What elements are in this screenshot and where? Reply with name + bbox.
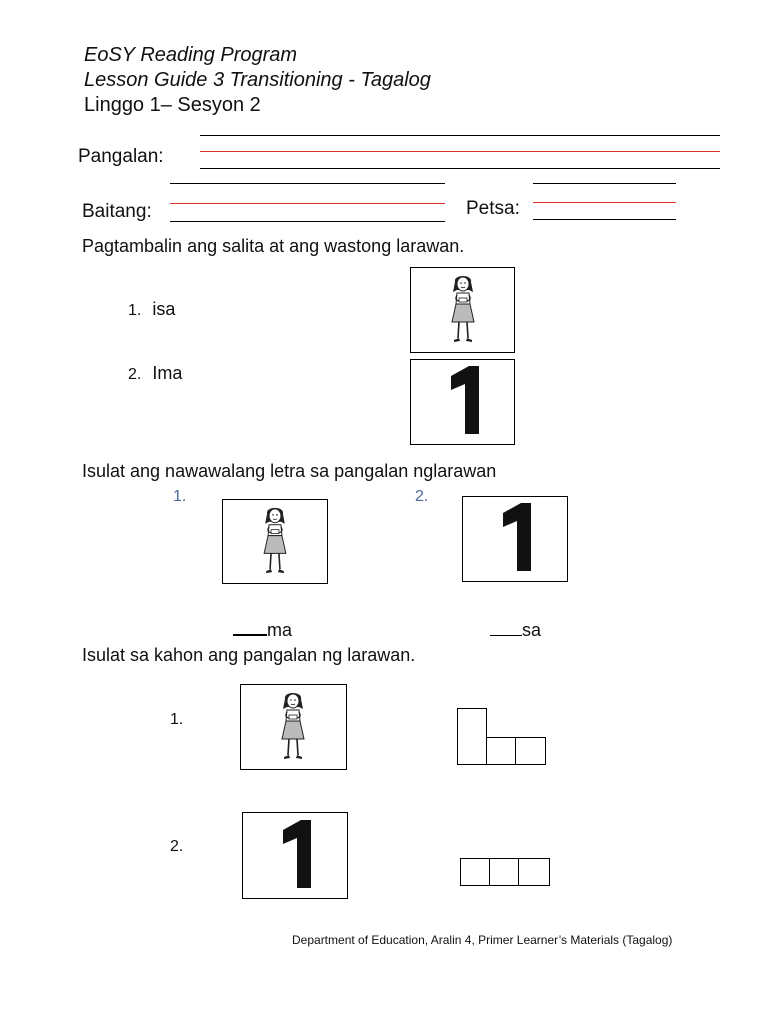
letter-box[interactable] <box>518 858 550 886</box>
date-label: Petsa: <box>466 198 520 219</box>
word-suffix: sa <box>522 620 542 640</box>
number-one-icon <box>451 366 479 434</box>
item-number: 1. <box>170 711 184 728</box>
item-number: 1. <box>173 488 187 505</box>
section3-instruction: Isulat sa kahon ang pangalan ng larawan. <box>82 645 416 665</box>
girl-picture-box[interactable] <box>410 267 515 353</box>
writing-line-red <box>533 202 676 203</box>
writing-line <box>170 221 445 222</box>
match-word: isa <box>152 299 176 319</box>
program-title: EoSY Reading Program <box>84 44 298 66</box>
session-title: Linggo 1– Sesyon 2 <box>84 94 261 116</box>
writing-line <box>533 219 676 220</box>
letter-blank[interactable] <box>490 635 522 636</box>
grade-label: Baitang: <box>82 201 152 222</box>
item-number: 2. <box>170 838 184 855</box>
name-label: Pangalan: <box>78 146 164 167</box>
item-number: 2. <box>128 366 142 383</box>
girl-picture-box <box>240 684 347 770</box>
letter-box[interactable] <box>460 858 490 886</box>
item-number: 2. <box>415 488 429 505</box>
lesson-title: Lesson Guide 3 Transitioning - Tagalog <box>84 69 431 91</box>
word-suffix: ma <box>267 620 293 640</box>
match-item-2[interactable]: 2. Ima <box>128 363 182 384</box>
section2-instruction: Isulat ang nawawalang letra sa pangalan … <box>82 461 497 481</box>
writing-line <box>200 168 720 169</box>
writing-line-red <box>200 151 720 152</box>
fill-blank-2[interactable]: sa <box>490 620 541 641</box>
letter-box[interactable] <box>515 737 546 765</box>
number-one-icon <box>503 503 531 571</box>
girl-picture-icon <box>451 275 475 343</box>
fill-blank-1[interactable]: ma <box>233 620 292 641</box>
one-picture-box[interactable] <box>410 359 515 445</box>
letter-box[interactable] <box>486 737 516 765</box>
section1-instruction: Pagtambalin ang salita at ang wastong la… <box>82 236 465 256</box>
writing-line <box>170 183 445 184</box>
letter-blank[interactable] <box>233 634 267 636</box>
letter-box[interactable] <box>457 708 487 765</box>
girl-picture-icon <box>263 507 287 574</box>
number-one-icon <box>283 820 311 888</box>
writing-line <box>200 135 720 136</box>
one-picture-box <box>462 496 568 582</box>
writing-line <box>533 183 676 184</box>
one-picture-box <box>242 812 348 899</box>
item-number: 1. <box>128 302 142 319</box>
girl-picture-icon <box>281 692 305 760</box>
writing-line-red <box>170 203 445 204</box>
girl-picture-box <box>222 499 328 584</box>
match-word: Ima <box>152 363 183 383</box>
letter-box[interactable] <box>489 858 519 886</box>
footer-credit: Department of Education, Aralin 4, Prime… <box>292 933 673 947</box>
match-item-1[interactable]: 1. isa <box>128 299 175 320</box>
